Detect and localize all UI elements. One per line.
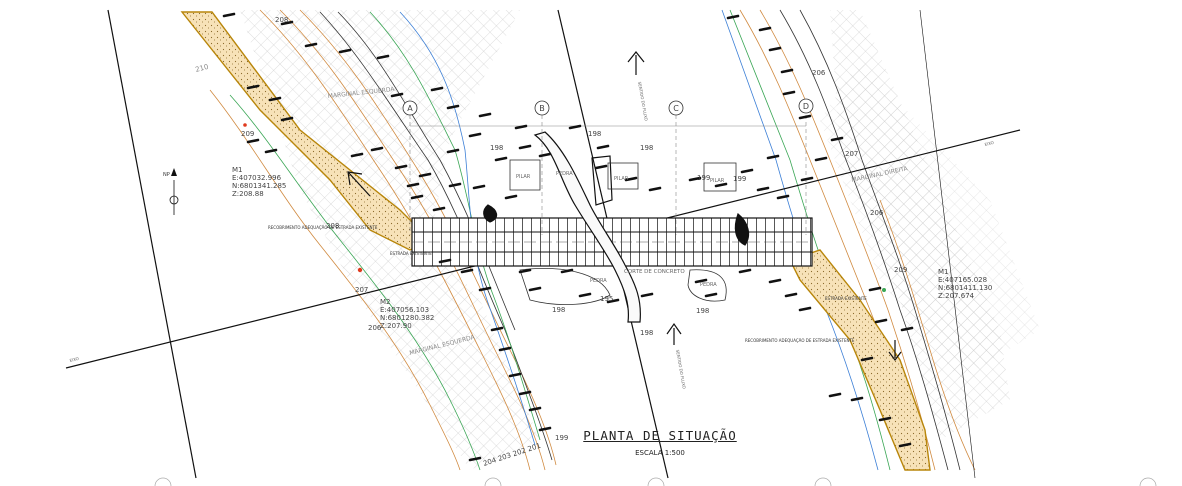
svg-text:D: D bbox=[803, 102, 809, 111]
svg-text:E:407056.103: E:407056.103 bbox=[380, 306, 429, 314]
title-block: PLANTA DE SITUAÇÃO ESCALA 1:500 bbox=[560, 428, 760, 457]
elev-label: 206 bbox=[870, 209, 884, 217]
label-fluxo-2: SENTIDO DO FLUXO bbox=[675, 349, 687, 389]
elev-label: 198 bbox=[640, 144, 653, 152]
right-flow-arrow bbox=[888, 340, 902, 361]
svg-text:E:407165.028: E:407165.028 bbox=[938, 276, 987, 284]
label-pedra-3: PEDRA bbox=[700, 282, 717, 288]
elev-label: 198 bbox=[490, 144, 503, 152]
survey-mark-m2: M2 E:407056.103 N:6801280.382 Z:207.90 bbox=[380, 298, 434, 330]
elev-label: 198 bbox=[552, 306, 565, 314]
elev-label: 199 bbox=[697, 174, 710, 182]
label-eixo-1: EIXO bbox=[69, 356, 79, 363]
north-arrow-top bbox=[627, 51, 645, 75]
svg-text:N:6801411.130: N:6801411.130 bbox=[938, 284, 992, 292]
np-symbol bbox=[169, 168, 179, 215]
label-eixo-2: EIXO bbox=[984, 140, 994, 147]
road-right bbox=[789, 249, 931, 471]
elev-label: 198 bbox=[640, 329, 653, 337]
label-fluxo-1: SENTIDO DO FLUXO bbox=[637, 81, 649, 121]
svg-text:Z:207.674: Z:207.674 bbox=[938, 292, 975, 300]
label-estrada-2: ESTRADA EXISTENTE bbox=[825, 296, 867, 301]
label-corte: CORTE DE CONCRETO bbox=[624, 269, 685, 275]
label-estrada-1: ESTRADA EXISTENTE bbox=[390, 251, 432, 256]
left-flow-arrow bbox=[347, 171, 371, 197]
survey-ticks bbox=[222, 12, 914, 462]
svg-text:C: C bbox=[673, 104, 679, 113]
axis-bubbles: A B C D bbox=[402, 98, 814, 235]
svg-text:E:407032.996: E:407032.996 bbox=[232, 174, 282, 182]
axis-bubble-b: B bbox=[534, 100, 550, 116]
river-rocks bbox=[483, 131, 750, 323]
elev-label: 209 bbox=[241, 130, 254, 138]
survey-mark-m1: M1 E:407032.996 N:6801341.285 Z:208.88 bbox=[232, 166, 286, 198]
label-recobrimento-2: RECOBRIMENTO ADEQUAÇÃO DE ESTRADA EXISTE… bbox=[745, 338, 855, 343]
survey-mark-m3: M1 E:407165.028 N:6801411.130 Z:207.674 bbox=[938, 268, 992, 300]
label-recobrimento-1: RECOBRIMENTO ADEQUAÇÃO DE ESTRADA EXISTE… bbox=[268, 225, 378, 230]
elev-label: 207 bbox=[355, 286, 368, 294]
elev-label: 208 bbox=[326, 222, 339, 230]
elev-label: 195 bbox=[600, 295, 613, 303]
label-pedra-1: PEDRA bbox=[556, 171, 573, 177]
survey-points bbox=[243, 123, 886, 292]
elev-label: 207 bbox=[845, 150, 858, 158]
north-arrow-bottom bbox=[666, 322, 682, 345]
svg-text:Z:208.88: Z:208.88 bbox=[232, 190, 264, 198]
bottom-bubbles bbox=[154, 477, 1157, 486]
pillars bbox=[509, 159, 737, 192]
axis-bubble-d: D bbox=[798, 98, 814, 114]
svg-text:M2: M2 bbox=[380, 298, 391, 306]
svg-text:Z:207.90: Z:207.90 bbox=[380, 322, 412, 330]
svg-text:M1: M1 bbox=[232, 166, 243, 174]
elev-label: 198 bbox=[696, 307, 709, 315]
elev-label: 206 bbox=[368, 324, 382, 332]
svg-text:N:6801341.285: N:6801341.285 bbox=[232, 182, 286, 190]
label-pedra-2: PEDRA bbox=[590, 278, 607, 284]
svg-text:M1: M1 bbox=[938, 268, 949, 276]
drawing-scale: ESCALA 1:500 bbox=[635, 449, 685, 457]
svg-text:N:6801280.382: N:6801280.382 bbox=[380, 314, 434, 322]
label-pilar-3: PILAR bbox=[710, 178, 725, 184]
elev-label: 209 bbox=[894, 266, 907, 274]
svg-text:A: A bbox=[407, 104, 413, 113]
elev-label: 198 bbox=[588, 130, 601, 138]
label-pilar-2: PILAR bbox=[614, 176, 629, 182]
axis-bubble-a: A bbox=[402, 100, 418, 116]
elev-label: 199 bbox=[733, 175, 746, 183]
elev-label: 199 bbox=[555, 434, 568, 442]
axis-bubble-c: C bbox=[668, 100, 684, 116]
label-np: NP bbox=[163, 172, 170, 178]
elev-label: 206 bbox=[812, 69, 826, 77]
drawing-title: PLANTA DE SITUAÇÃO bbox=[583, 428, 737, 443]
elev-label: 208 bbox=[275, 16, 288, 24]
svg-text:B: B bbox=[539, 104, 545, 113]
elev-label: 210 bbox=[194, 63, 209, 74]
label-pilar-1: PILAR bbox=[516, 174, 531, 180]
